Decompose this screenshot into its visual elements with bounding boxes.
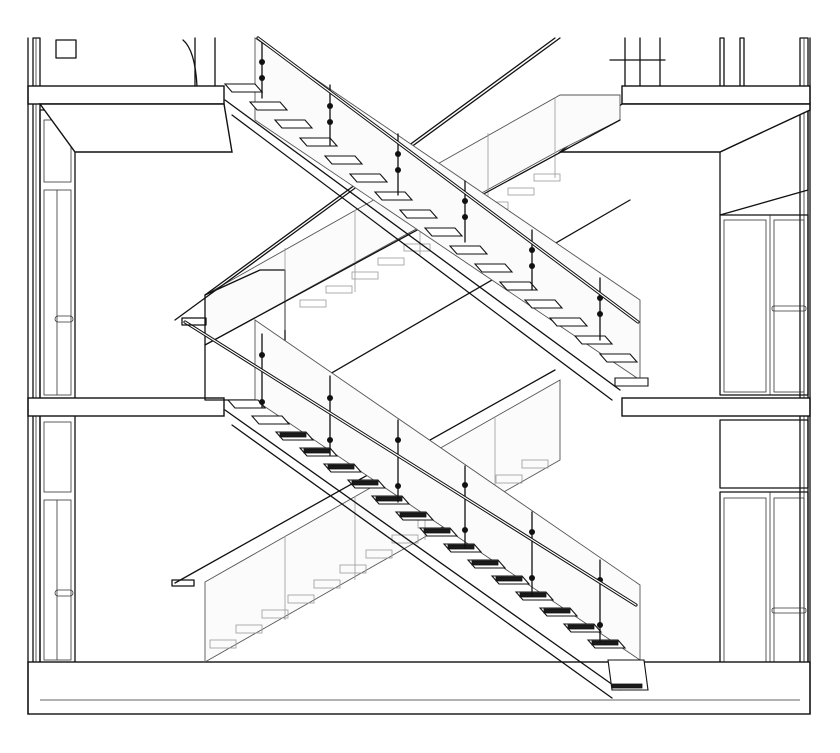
front-flight-upper [223,36,649,401]
right-upper-window [719,109,809,396]
front-lower-treads [226,399,649,691]
floor-slabs [27,85,811,715]
left-lower-window [43,421,74,661]
front-upper-treads [223,83,649,387]
left-upper-window [43,119,74,396]
right-lower-window [719,419,809,698]
top-right-posts [609,37,666,87]
front-flight-lower [181,317,649,699]
top-left-posts [182,37,216,87]
